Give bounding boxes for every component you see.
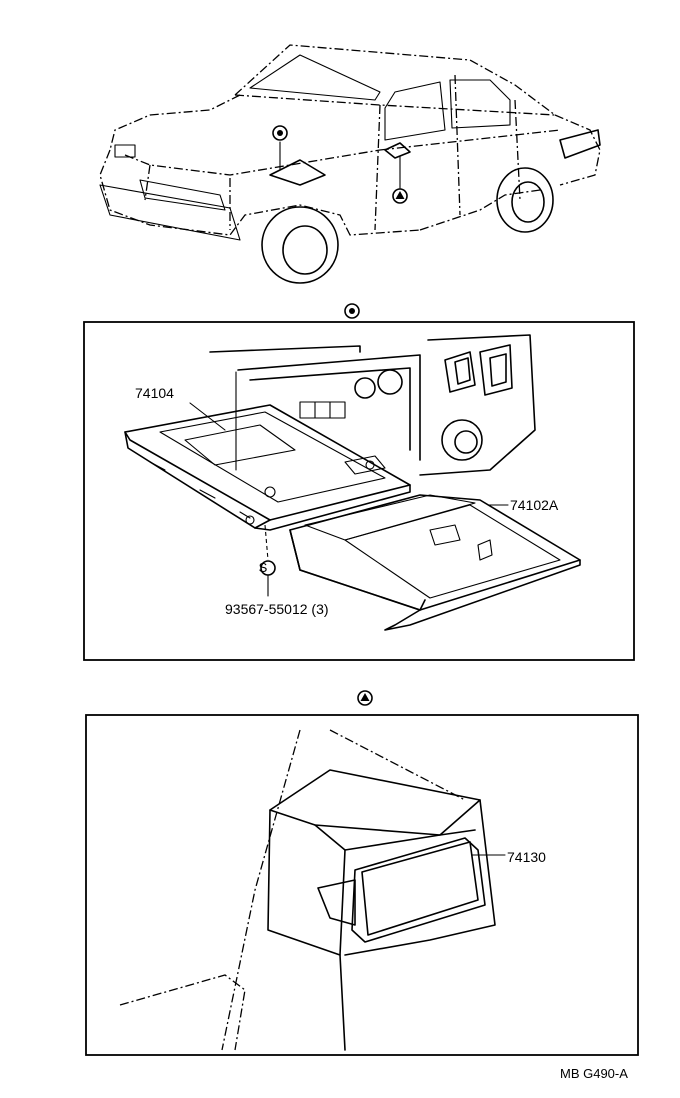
part-label-74104: 74104 [135,385,174,401]
front-ashtray-panel [83,321,635,661]
footer-code: MB G490-A [560,1066,628,1081]
screw-marker: S [259,560,268,575]
front-ashtray-illustration [124,334,581,631]
part-label-screw: 93567-55012 (3) [225,601,329,617]
part-label-74130: 74130 [507,849,546,865]
car-overview [99,44,601,284]
part-label-74102a: 74102A [510,497,559,513]
rear-ashtray-illustration [119,729,506,1051]
rear-ashtray-panel [85,714,639,1056]
